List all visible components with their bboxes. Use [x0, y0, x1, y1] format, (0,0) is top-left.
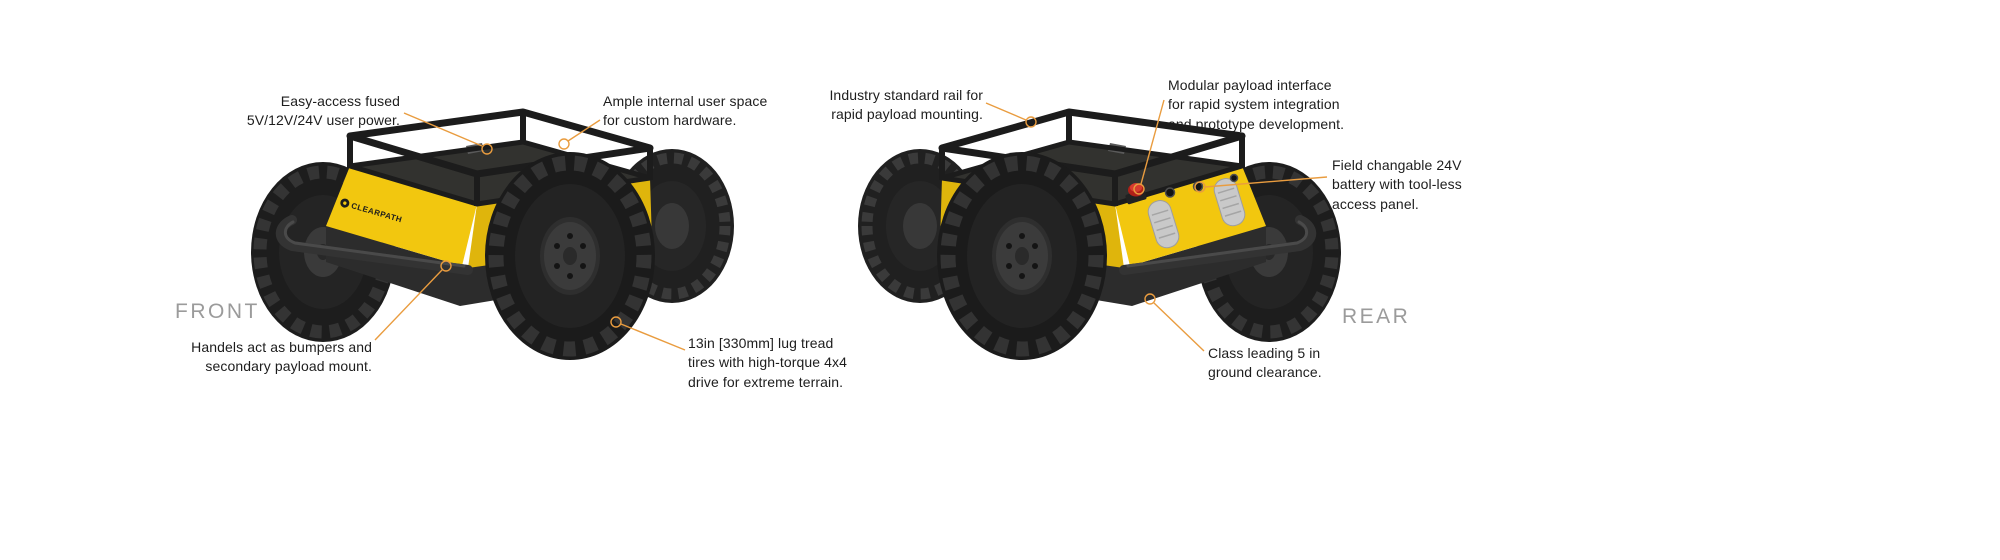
callout-marker [481, 143, 493, 155]
robot-rear-illustration [858, 112, 1341, 360]
annotation-user-power: Easy-access fused 5V/12V/24V user power. [246, 93, 400, 129]
rear-panel-details [1125, 173, 1246, 249]
callout-internal-space [558, 119, 601, 150]
front-view-label: FRONT [175, 300, 260, 323]
callout-marker [610, 316, 622, 328]
annotation-payload-interface: Modular payload interface for rapid syst… [1168, 77, 1345, 132]
vent-panel-left [1147, 200, 1180, 249]
annotation-battery: Field changable 24V battery with tool-le… [1332, 157, 1462, 212]
aux-connector [1229, 173, 1239, 183]
callout-clearance [1144, 293, 1205, 352]
callout-marker [1194, 181, 1206, 193]
vent-panel-right [1213, 178, 1246, 227]
callout-marker [1133, 183, 1145, 195]
gear-icon-center [343, 201, 347, 205]
callout-tires [610, 316, 686, 351]
callout-rail [985, 102, 1037, 128]
callout-lines [374, 99, 1328, 352]
power-connector [1164, 187, 1176, 198]
annotation-internal-space: Ample internal user space for custom har… [603, 93, 768, 129]
rear-view-label: REAR [1342, 305, 1411, 328]
callout-handles [374, 260, 452, 341]
annotation-rail: Industry standard rail for rapid payload… [829, 87, 983, 123]
callout-payload-interface [1133, 99, 1165, 195]
callout-marker [558, 138, 570, 150]
annotation-handles: Handels act as bumpers and secondary pay… [191, 339, 372, 375]
callout-marker [1025, 116, 1037, 128]
callout-marker [440, 260, 452, 272]
callout-user-power [403, 112, 493, 155]
callout-marker [1144, 293, 1156, 305]
callout-battery [1194, 176, 1328, 193]
annotation-tires: 13in [330mm] lug tread tires with high-t… [688, 335, 848, 390]
annotation-clearance: Class leading 5 in ground clearance. [1208, 345, 1322, 381]
